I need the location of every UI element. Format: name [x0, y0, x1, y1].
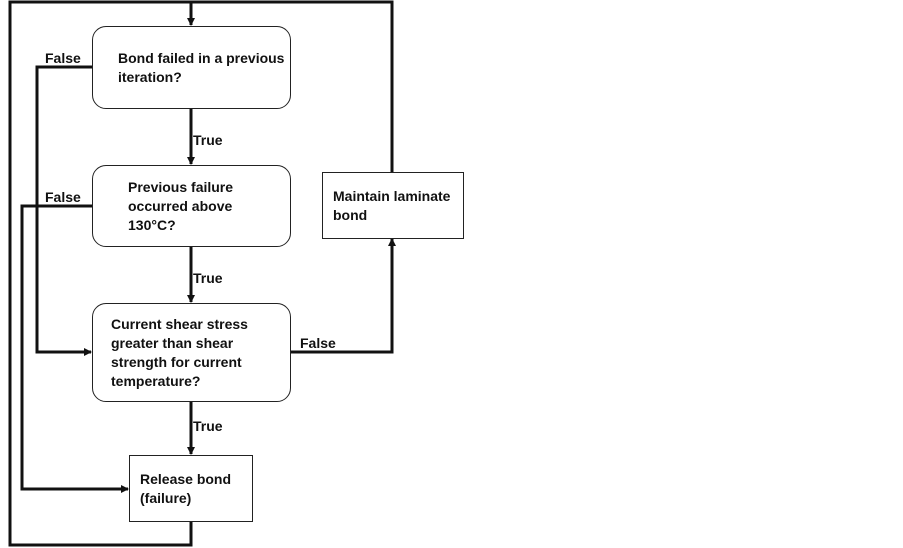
true-label-1: True [193, 132, 223, 148]
process-release-bond: Release bond (failure) [129, 455, 253, 522]
node-text: Current shear stress greater than shear … [111, 315, 248, 389]
false-arrow-3 [290, 238, 396, 354]
decision-previous-failure: Previous failure occurred above 130°C? [92, 165, 291, 247]
node-text: Maintain laminate bond [333, 187, 451, 223]
node-text: Release bond (failure) [140, 470, 232, 506]
true-label-3: True [193, 418, 223, 434]
decision-shear-stress: Current shear stress greater than shear … [92, 303, 291, 402]
false-arrow-2 [20, 204, 129, 493]
false-label-2: False [45, 189, 81, 205]
node-text: Bond failed in a previous iteration? [118, 49, 285, 85]
loop-line [8, 0, 394, 547]
decision-bond-failed: Bond failed in a previous iteration? [92, 26, 291, 109]
process-maintain-bond: Maintain laminate bond [322, 172, 464, 239]
node-text: Previous failure occurred above 130°C? [128, 178, 234, 233]
false-label-3: False [300, 335, 336, 351]
false-label-1: False [45, 50, 81, 66]
true-label-2: True [193, 270, 223, 286]
false-arrow-1 [35, 65, 92, 356]
